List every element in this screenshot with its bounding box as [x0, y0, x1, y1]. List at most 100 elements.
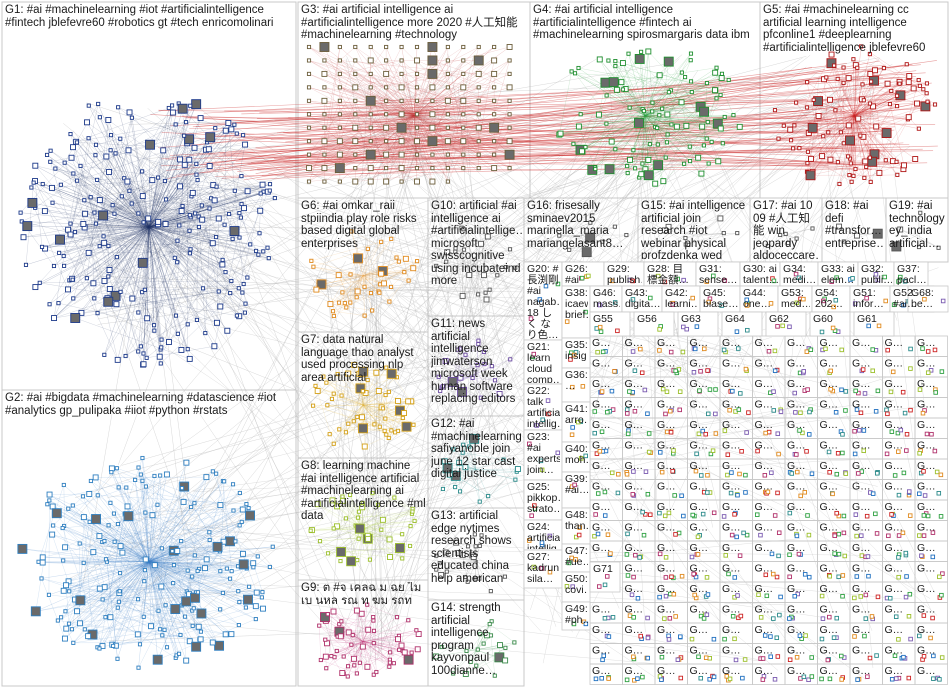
cluster-g2	[18, 456, 274, 669]
vertex-node	[476, 364, 479, 367]
vertex-node	[705, 137, 708, 140]
vertex-node	[408, 544, 411, 547]
vertex-node	[806, 150, 809, 153]
vertex-node	[146, 216, 151, 221]
small-group-cell: G…	[883, 418, 916, 439]
cell-label: G…	[820, 522, 839, 534]
vertex-node	[720, 72, 723, 75]
small-group-cell: G…	[655, 521, 688, 542]
vertex-node	[689, 59, 692, 62]
vertex-node	[63, 545, 68, 550]
vertex-node	[170, 104, 173, 107]
small-group-cell: G…	[818, 500, 851, 521]
cell-label: G…	[592, 399, 611, 411]
vertex-node	[430, 125, 435, 130]
vertex-node	[247, 506, 250, 509]
vertex-node	[497, 643, 502, 648]
vertex-node	[309, 529, 312, 532]
vertex-node	[492, 58, 497, 63]
vertex-node	[344, 517, 347, 520]
small-group-cell: G…	[785, 562, 818, 583]
vertex-node	[160, 346, 163, 349]
vertex-node	[723, 637, 727, 641]
vertex-node	[661, 179, 666, 184]
vertex-node	[897, 556, 901, 560]
vertex-node	[214, 235, 217, 238]
vertex-node	[456, 550, 461, 555]
vertex-node	[478, 500, 481, 503]
vertex-node	[837, 575, 841, 579]
small-group-cell: G…	[850, 521, 883, 542]
vertex-node	[225, 537, 234, 546]
vertex-node	[619, 80, 624, 85]
vertex-node	[926, 350, 930, 354]
vertex-node	[62, 559, 65, 562]
cell-label: G…	[885, 419, 904, 431]
vertex-node	[120, 550, 125, 555]
cell-label: G…	[820, 399, 839, 411]
cell-label: G…	[722, 358, 741, 370]
vertex-node	[856, 116, 861, 121]
cell-label: G…	[625, 481, 644, 493]
small-group-cell: G…	[753, 500, 786, 521]
vertex-node	[400, 59, 403, 62]
vertex-node	[696, 535, 700, 539]
vertex-node	[130, 296, 135, 301]
vertex-node	[338, 59, 341, 62]
vertex-node	[873, 68, 878, 73]
vertex-node	[410, 651, 413, 654]
vertex-node	[648, 143, 651, 146]
vertex-node	[354, 99, 357, 102]
vertex-node	[497, 391, 502, 396]
vertex-node	[794, 411, 798, 415]
vertex-node	[744, 367, 748, 371]
vertex-node	[192, 100, 201, 109]
vertex-node	[683, 76, 686, 79]
vertex-node	[337, 547, 346, 556]
vertex-node	[228, 577, 231, 580]
vertex-node	[153, 329, 156, 332]
cell-label: G…	[820, 583, 839, 595]
vertex-node	[378, 425, 381, 428]
cell-label: G…	[885, 624, 904, 636]
vertex-node	[176, 239, 179, 242]
vertex-node	[46, 503, 49, 506]
vertex-node	[238, 600, 241, 603]
cell-label: G…	[592, 624, 611, 636]
vertex-node	[152, 324, 155, 327]
vertex-node	[461, 85, 466, 90]
vertex-node	[258, 208, 263, 213]
vertex-node	[399, 139, 404, 144]
vertex-node	[666, 133, 669, 136]
vertex-node	[692, 370, 696, 374]
vertex-node	[724, 554, 728, 558]
vertex-node	[594, 167, 597, 170]
vertex-node	[503, 658, 508, 663]
cell-label: G…	[657, 440, 676, 452]
vertex-node	[42, 209, 47, 214]
vertex-node	[328, 302, 333, 307]
vertex-node	[40, 555, 45, 560]
vertex-node	[597, 57, 602, 62]
cell-label: G…	[787, 624, 806, 636]
small-group-cell: G…	[590, 418, 623, 439]
vertex-node	[310, 259, 313, 262]
vertex-node	[863, 392, 867, 396]
cell-label: G…	[722, 460, 741, 472]
vertex-node	[62, 483, 65, 486]
vertex-node	[841, 433, 845, 437]
vertex-node	[212, 344, 217, 349]
vertex-node	[582, 248, 591, 257]
vertex-node	[141, 362, 146, 367]
vertex-node	[182, 162, 187, 167]
vertex-node	[788, 617, 792, 621]
cell-label: G…	[885, 604, 904, 616]
vertex-node	[836, 161, 839, 164]
vertex-node	[184, 121, 187, 124]
vertex-node	[809, 156, 814, 161]
vertex-node	[369, 72, 372, 75]
vertex-node	[241, 134, 244, 137]
vertex-node	[811, 227, 814, 230]
vertex-node	[496, 274, 499, 277]
vertex-node	[110, 471, 113, 474]
